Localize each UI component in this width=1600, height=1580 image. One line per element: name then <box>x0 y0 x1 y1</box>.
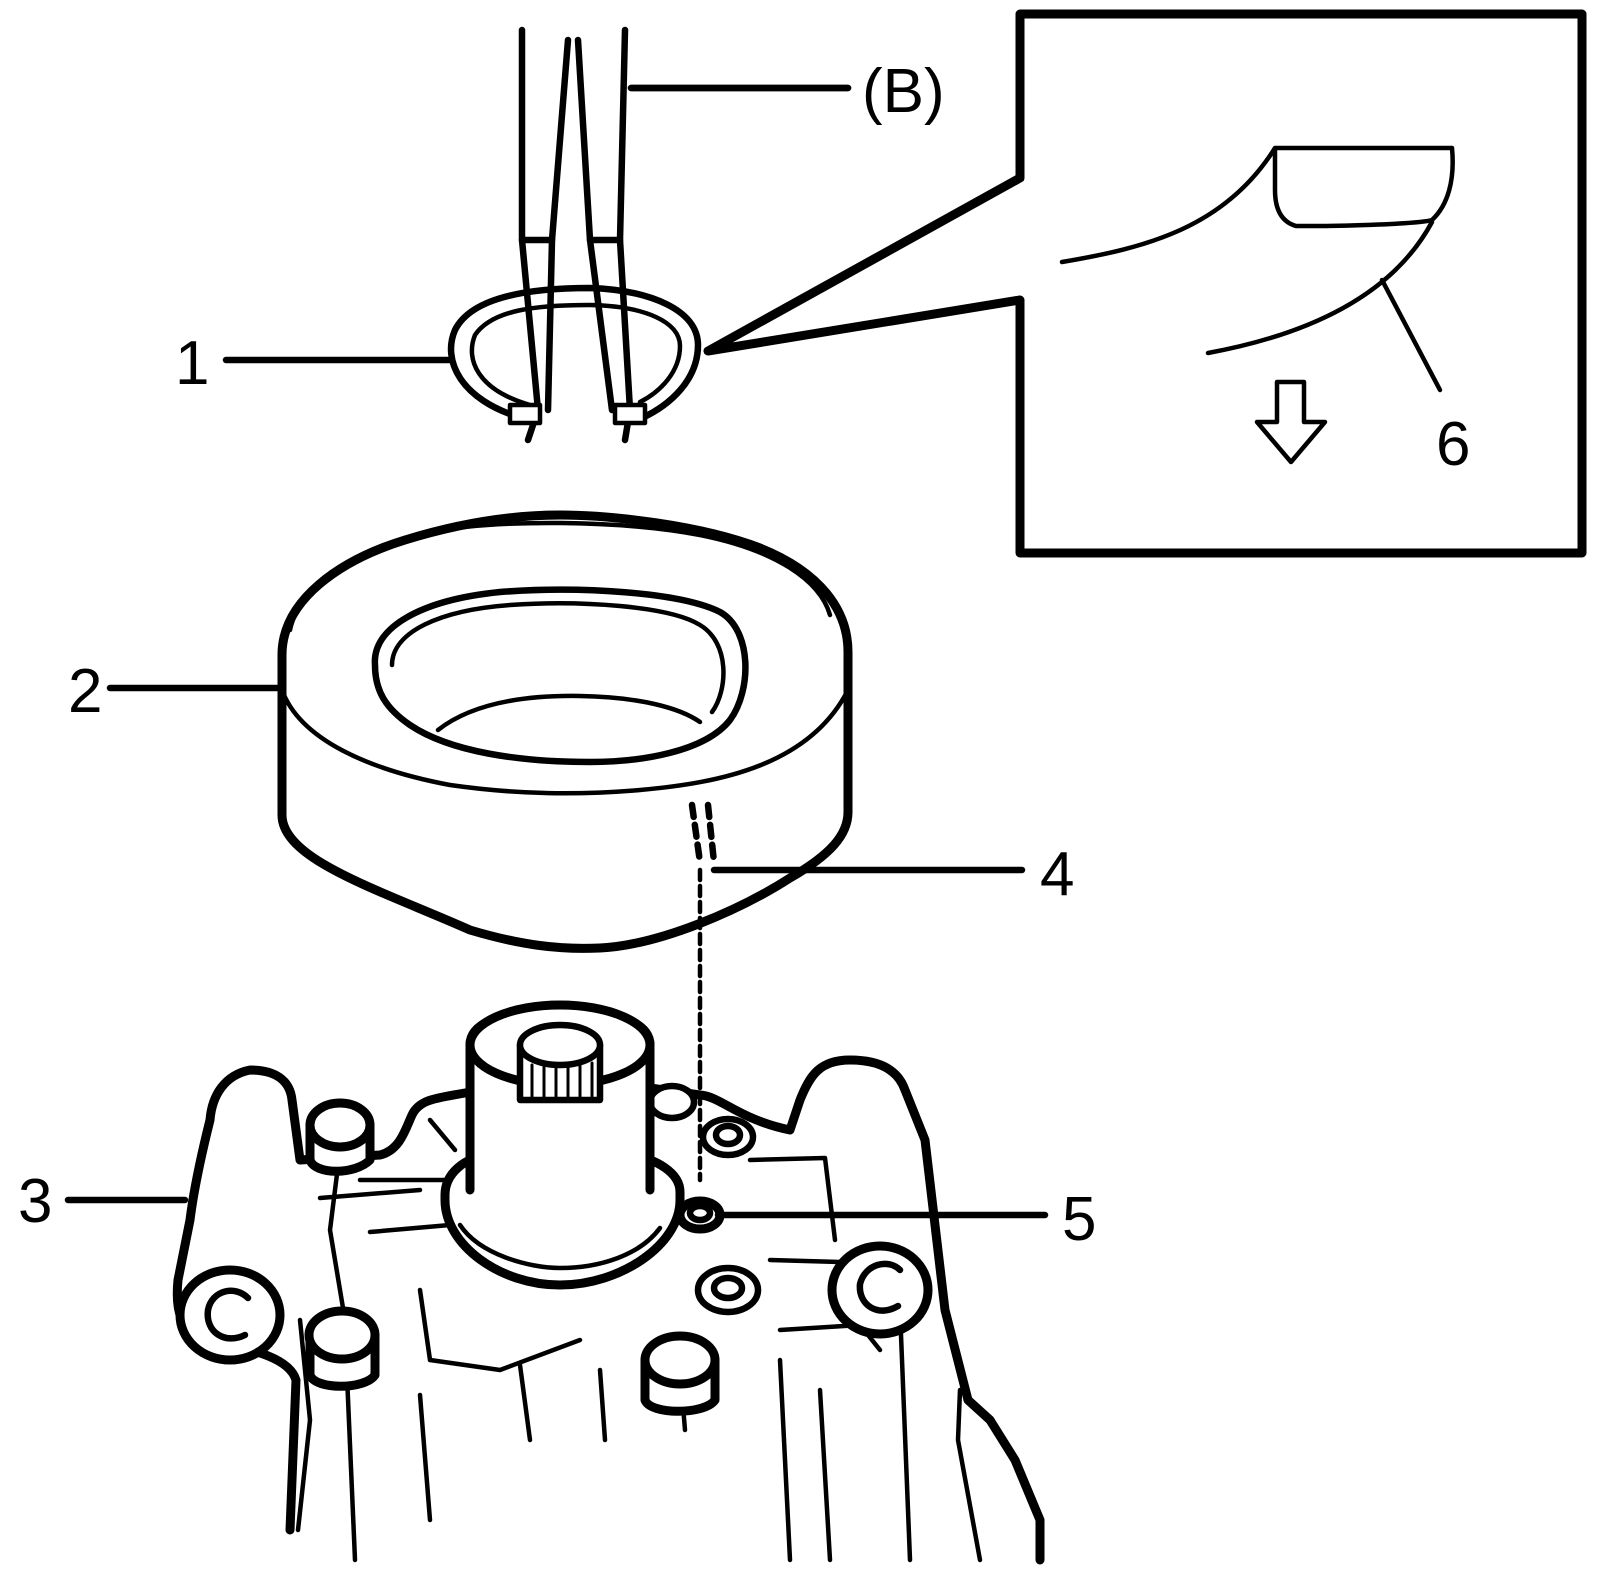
snap-ring-profile <box>1059 145 1455 265</box>
callout-label-2: 2 <box>68 657 102 726</box>
bolt-hole <box>710 1274 746 1302</box>
callout-leader-6 <box>1379 277 1443 393</box>
bolt-head <box>305 1098 375 1176</box>
bolt-hole <box>699 1115 757 1159</box>
callout-label-1: 1 <box>175 329 209 398</box>
bearing <box>277 510 853 953</box>
mounting-eye <box>827 1241 933 1339</box>
groove-line <box>1205 219 1435 356</box>
snap-ring <box>447 284 702 426</box>
transmission-case <box>172 1000 1045 1565</box>
bolt-head <box>304 1306 380 1391</box>
arrow-down-outline-icon <box>1254 379 1328 465</box>
bolt-hole <box>694 1264 762 1316</box>
shaft-boss <box>440 1000 685 1290</box>
bolt-head <box>646 1082 698 1122</box>
callout-label-6: 6 <box>1436 410 1470 479</box>
spline-shaft <box>516 1021 604 1104</box>
callout-label-b: (B) <box>862 57 945 126</box>
callout-label-4: 4 <box>1040 840 1074 909</box>
dowel-pin <box>675 1196 725 1234</box>
callout-label-5: 5 <box>1062 1185 1096 1254</box>
bolt-hole <box>712 1122 744 1148</box>
bolt-head <box>640 1331 720 1416</box>
callout-label-3: 3 <box>18 1167 52 1236</box>
detail-inset <box>703 9 1587 558</box>
mounting-eye <box>175 1265 285 1365</box>
